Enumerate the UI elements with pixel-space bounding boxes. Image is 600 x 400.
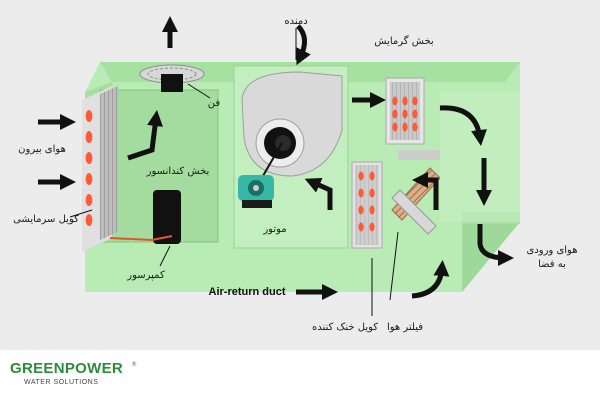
- label-supply-air-2: به فضا: [538, 259, 566, 270]
- cooling-coil: [351, 161, 383, 249]
- label-blower: دمنده: [284, 16, 307, 27]
- blower-compartment: [233, 65, 349, 249]
- leader-lines: [69, 28, 399, 316]
- arrow-return-up: [304, 177, 333, 210]
- compressor: [109, 190, 181, 244]
- roof-fan: [139, 64, 205, 92]
- label-cooling-coil-left: کویل سرمایشی: [13, 214, 79, 225]
- motor: [238, 175, 274, 208]
- logo-registered-mark: ®: [131, 361, 137, 368]
- logo-tagline: WATER SOLUTIONS: [24, 379, 99, 386]
- label-supply-air-1: هوای ورودی: [527, 245, 578, 256]
- airflow-arrows: [38, 15, 514, 301]
- label-return-duct: Air-return duct: [209, 286, 286, 298]
- arrow-supply-out: [477, 224, 514, 266]
- label-air-filter: فیلتر هوا: [387, 322, 423, 333]
- label-cooling-coil: کویل خنک کننده: [312, 322, 378, 333]
- supply-duct: [440, 92, 520, 222]
- label-fan: فن: [208, 98, 221, 109]
- label-motor: موتور: [262, 224, 286, 235]
- footer: [0, 350, 600, 400]
- arrow-blower-out: [296, 24, 311, 66]
- arrow-heating-right: [439, 105, 487, 146]
- brand-logo: GREENPOWER ® WATER SOLUTIONS: [10, 360, 150, 392]
- arrow-condenser-up: [127, 110, 163, 161]
- cooling-coil-dots: [358, 171, 375, 232]
- heating-coil-dots: [392, 96, 418, 132]
- intake-coil-dots: [85, 110, 93, 226]
- label-condenser: بخش کندانسور: [146, 166, 210, 177]
- label-outside-air: هوای بیرون: [18, 144, 66, 155]
- label-heating: بخش گرمایش: [374, 35, 433, 47]
- logo-word-power: POWER: [64, 360, 124, 377]
- label-compressor: کمپرسور: [126, 270, 165, 281]
- logo-wordmark: GREENPOWER: [10, 360, 123, 377]
- logo-word-green: GREEN: [10, 360, 65, 377]
- arrow-return-to-filter: [411, 260, 450, 299]
- arrow-filter-up: [411, 171, 439, 210]
